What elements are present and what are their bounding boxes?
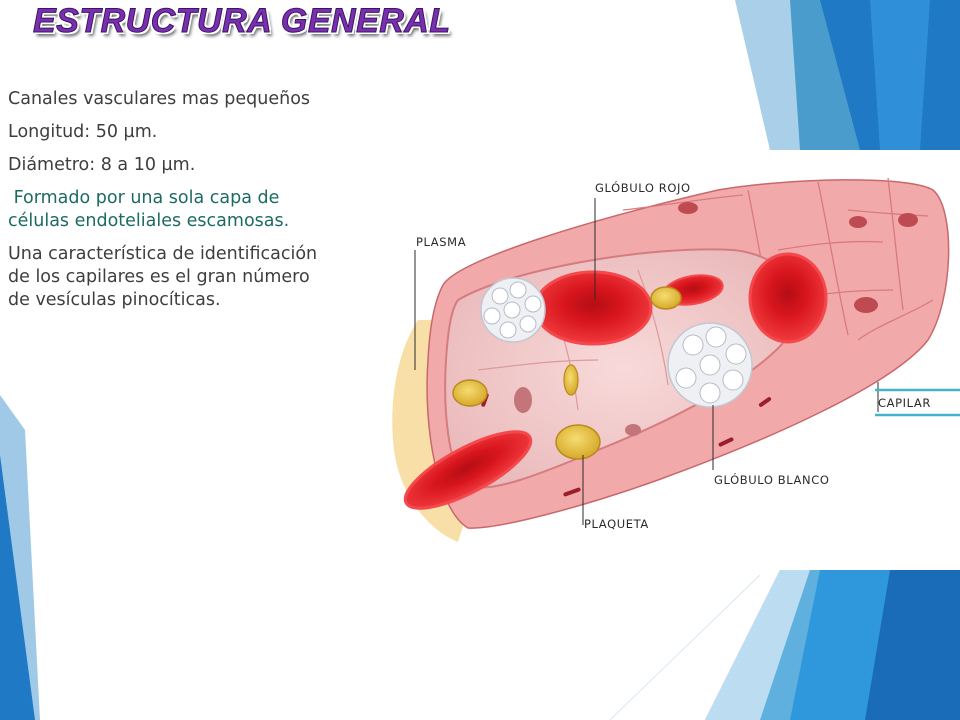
platelets xyxy=(452,286,682,460)
paragraph-5: Una característica de identificación de … xyxy=(8,243,393,312)
line: células endoteliales escamosas. xyxy=(8,211,290,231)
red-blood-cell-front xyxy=(403,430,533,510)
line: Una característica de identificación xyxy=(8,244,318,264)
line: de vesículas pinocíticas. xyxy=(8,290,221,310)
label-plasma: PLASMA xyxy=(416,235,466,249)
deco-right-top-pale xyxy=(735,0,800,150)
line: de los capilares es el gran número xyxy=(8,267,310,287)
label-lines xyxy=(414,198,879,525)
paragraph-2: Longitud: 50 µm. xyxy=(8,121,393,144)
deco-left-bottom-dark xyxy=(0,455,35,720)
capilar-label-accent xyxy=(875,388,960,417)
red-blood-cell-right xyxy=(748,252,828,344)
line: Canales vasculares mas pequeños xyxy=(8,89,311,109)
deco-thin-line xyxy=(609,574,761,720)
red-blood-cell-main xyxy=(533,270,653,346)
slide-content: Canales vasculares mas pequeños Longitud… xyxy=(8,88,393,322)
paragraph-3: Diámetro: 8 a 10 µm. xyxy=(8,154,393,177)
slide-title: ESTRUCTURA GENERAL xyxy=(33,2,451,41)
paragraph-4: Formado por una sola capa de células end… xyxy=(8,187,393,233)
deco-right-top-mid xyxy=(870,0,930,150)
label-capilar: CAPILAR xyxy=(878,396,931,410)
line: Formado por una sola capa de xyxy=(8,188,280,208)
label-plaqueta: PLAQUETA xyxy=(584,517,649,531)
deco-right-bottom-pale xyxy=(705,570,810,720)
white-blood-cell-left xyxy=(480,277,546,343)
line: Diámetro: 8 a 10 µm. xyxy=(8,155,196,175)
paragraph-1: Canales vasculares mas pequeños xyxy=(8,88,393,111)
white-blood-cell-center xyxy=(667,322,753,408)
capillary-illustration: GLÓBULO ROJO PLASMA CAPILAR GLÓBULO BLAN… xyxy=(392,177,960,542)
line: Longitud: 50 µm. xyxy=(8,122,158,142)
label-globulo-rojo: GLÓBULO ROJO xyxy=(595,180,691,195)
label-globulo-blanco: GLÓBULO BLANCO xyxy=(714,472,829,487)
deco-right-bottom-mid xyxy=(790,570,890,720)
